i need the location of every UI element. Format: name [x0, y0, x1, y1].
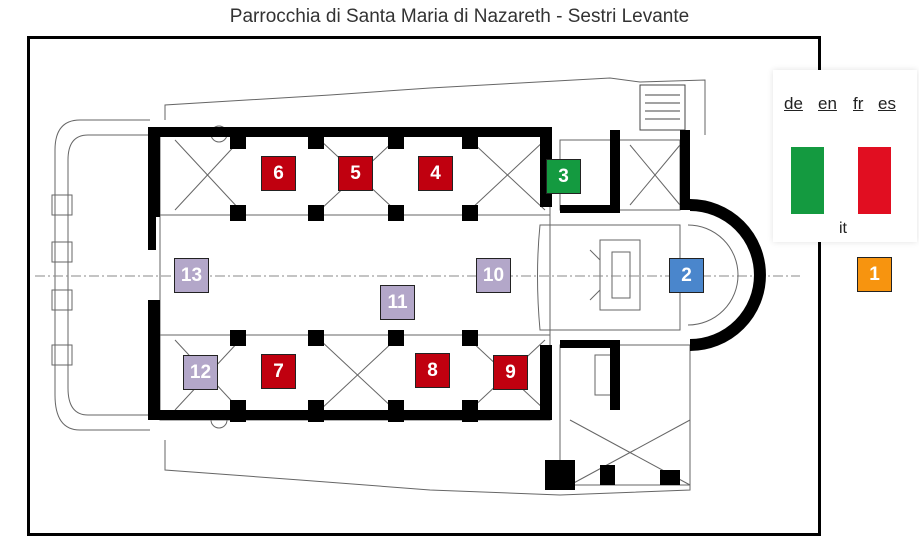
marker-1[interactable]: 1: [857, 257, 892, 292]
marker-6[interactable]: 6: [261, 156, 296, 191]
marker-13[interactable]: 13: [174, 258, 209, 293]
current-language-label: it: [839, 220, 847, 237]
marker-7[interactable]: 7: [261, 354, 296, 389]
marker-5[interactable]: 5: [338, 156, 373, 191]
portico-outline: [54, 119, 150, 431]
language-panel: de en fr es it: [773, 70, 917, 242]
language-link-de[interactable]: de: [784, 94, 803, 113]
language-link-fr[interactable]: fr: [853, 94, 864, 113]
marker-10[interactable]: 10: [476, 258, 511, 293]
marker-3[interactable]: 3: [546, 159, 581, 194]
presbytery-outline: [537, 224, 681, 331]
marker-2[interactable]: 2: [669, 258, 704, 293]
italian-flag-icon[interactable]: [791, 147, 891, 214]
page-title: Parrocchia di Santa Maria di Nazareth - …: [229, 6, 690, 27]
marker-12[interactable]: 12: [183, 355, 218, 390]
building-outline: [164, 77, 706, 135]
language-link-en[interactable]: en: [818, 94, 837, 113]
floor-plan-frame: [27, 36, 821, 536]
apse-wall: [689, 199, 766, 351]
marker-8[interactable]: 8: [415, 353, 450, 388]
marker-11[interactable]: 11: [380, 285, 415, 320]
language-link-es[interactable]: es: [878, 94, 896, 113]
marker-4[interactable]: 4: [418, 156, 453, 191]
marker-9[interactable]: 9: [493, 355, 528, 390]
